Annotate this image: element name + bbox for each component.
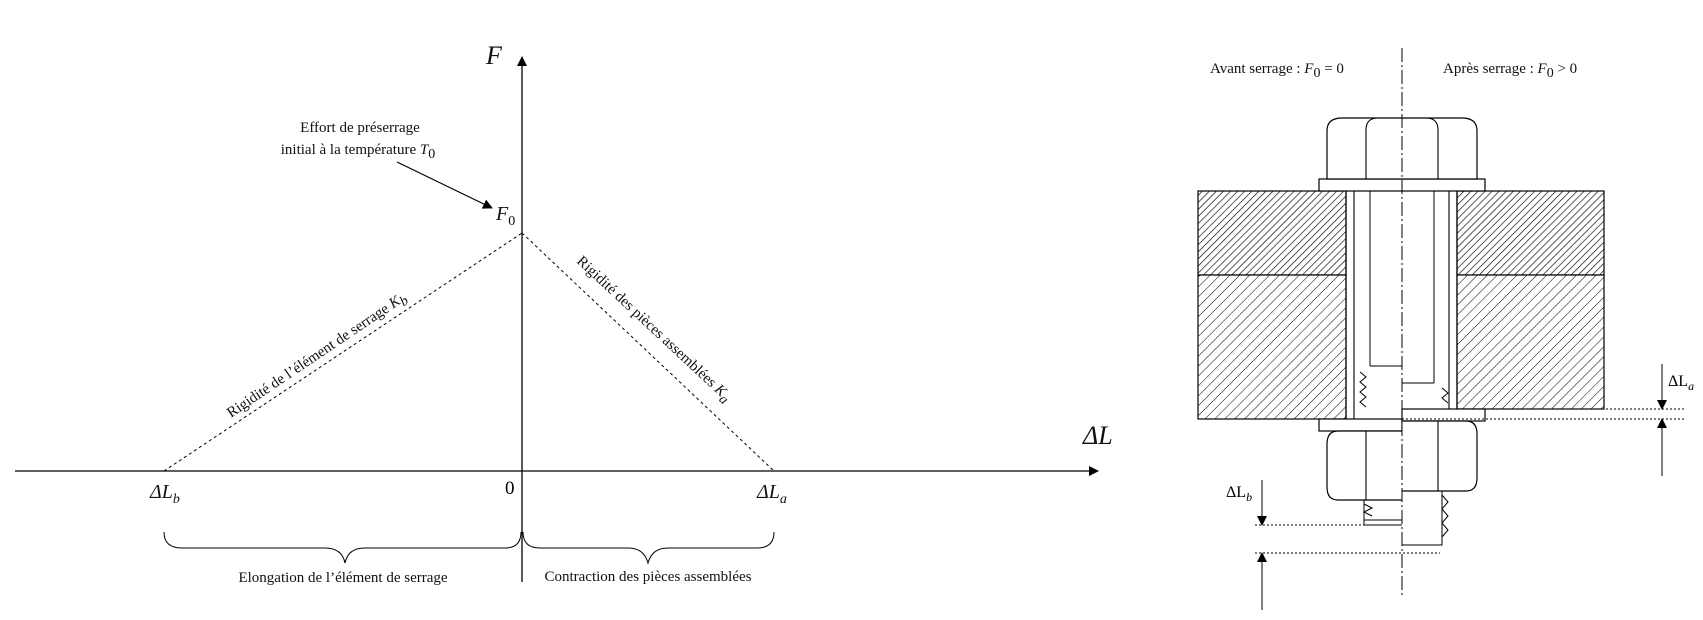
lower-plate-left — [1197, 274, 1347, 420]
after-tightening-label: Après serrage : F0 > 0 — [1443, 61, 1577, 81]
bolted-assembly-drawing: Avant serrage : F0 = 0 Après serrage : F… — [1197, 48, 1694, 610]
dlb-dimension-label: ΔLb — [1226, 484, 1252, 504]
upper-plate-right — [1456, 190, 1605, 276]
contraction-brace — [522, 531, 775, 565]
preload-annotation-line1: Effort de préserrage — [300, 120, 420, 136]
dla-dimension-label: ΔLa — [1668, 373, 1694, 393]
parts-stiffness-line — [521, 232, 775, 472]
f0-label: F0 — [495, 203, 515, 229]
nut-right — [1402, 420, 1478, 492]
annotation-arrow — [396, 161, 493, 209]
before-tightening-label: Avant serrage : F0 = 0 — [1210, 61, 1344, 81]
contraction-label: Contraction des pièces assemblées — [544, 569, 751, 585]
elongation-brace — [163, 531, 522, 564]
y-axis-label: F — [485, 41, 503, 70]
preload-annotation-line2: initial à la température T0 — [281, 142, 435, 162]
parts-stiffness-label: Rigidité des pièces assemblées Ka — [571, 253, 735, 408]
force-elongation-graph: F ΔL 0 F0 Effort de préserrage initial à… — [15, 41, 1113, 586]
nut-left — [1326, 430, 1402, 501]
bolt-stiffness-line — [163, 232, 523, 472]
bolt-tip-right — [1402, 491, 1443, 546]
upper-plate-left — [1197, 190, 1347, 276]
nut-washer-left — [1318, 418, 1403, 432]
x-axis-label: ΔL — [1082, 421, 1113, 450]
origin-label: 0 — [505, 478, 515, 499]
lower-plate-right — [1456, 274, 1605, 410]
thread-left — [1359, 371, 1367, 408]
dla-label: ΔLa — [756, 481, 787, 507]
bolt-stiffness-label: Rigidité de l’élément de serrage Kb — [224, 289, 411, 424]
elongation-label: Elongation de l’élément de serrage — [238, 570, 447, 586]
dlb-label: ΔLb — [149, 481, 180, 507]
thread-right — [1441, 387, 1449, 404]
bolt-tip-left — [1363, 500, 1402, 521]
